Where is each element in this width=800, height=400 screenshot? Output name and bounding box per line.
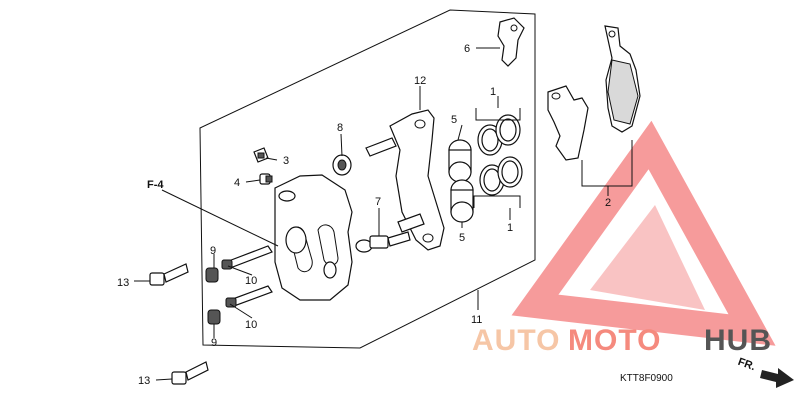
watermark-moto: MOTO: [568, 324, 661, 357]
callout-1: 1: [490, 86, 496, 98]
callout-13: 13: [138, 375, 150, 387]
pin-seal-lower: [207, 309, 221, 325]
piston-upper: [448, 139, 472, 183]
direction-label: FR.: [736, 356, 757, 373]
bleeder-cap: [253, 147, 269, 163]
callout-numbers: 1 1 2 3 4 5 5 6 7 8 9 9 10 10 11 12 13 1…: [117, 43, 757, 387]
pad-spring: [497, 17, 525, 67]
watermark-logo-triangle: [511, 120, 776, 346]
leader-lines: [134, 47, 633, 381]
watermark-wordmark: AUTO MOTO HUB: [472, 324, 772, 357]
front-direction-arrow: [760, 368, 794, 388]
callout-5: 5: [459, 232, 465, 244]
callout-5: 5: [451, 114, 457, 126]
piston-seals-lower: [479, 156, 523, 196]
callout-11: 11: [471, 314, 482, 326]
callout-9: 9: [211, 337, 217, 349]
callout-10: 10: [245, 275, 257, 287]
slide-pin-lower: [225, 285, 273, 308]
reference-label: F-4: [147, 179, 164, 191]
mounting-bolt-upper: [149, 263, 189, 286]
brake-pad-outer: [604, 25, 641, 133]
mounting-bolt-lower: [171, 361, 209, 385]
watermark-auto: AUTO: [472, 324, 560, 357]
brake-pad-inner: [547, 85, 589, 161]
callout-1: 1: [507, 222, 513, 234]
callout-8: 8: [337, 122, 343, 134]
boot: [332, 154, 352, 176]
diagram-code: KTT8F0900: [620, 373, 673, 384]
caliper-body: [274, 174, 353, 301]
caliper-bracket: [365, 109, 445, 251]
callout-7: 7: [375, 196, 381, 208]
assembly-boundary: [199, 9, 536, 349]
callout-13: 13: [117, 277, 129, 289]
callout-10: 10: [245, 319, 257, 331]
callout-6: 6: [464, 43, 470, 55]
callout-4: 4: [234, 177, 240, 189]
callout-12: 12: [414, 75, 426, 87]
pin-bolt: [355, 231, 411, 253]
pin-seal-upper: [205, 267, 219, 283]
piston-lower: [450, 179, 474, 223]
callout-2: 2: [605, 197, 611, 209]
callout-3: 3: [283, 155, 289, 167]
callout-9: 9: [210, 245, 216, 257]
bleeder-screw: [259, 173, 273, 185]
watermark-hub: HUB: [704, 324, 772, 357]
slide-pin-upper: [221, 245, 273, 270]
piston-seals-upper: [477, 114, 521, 156]
